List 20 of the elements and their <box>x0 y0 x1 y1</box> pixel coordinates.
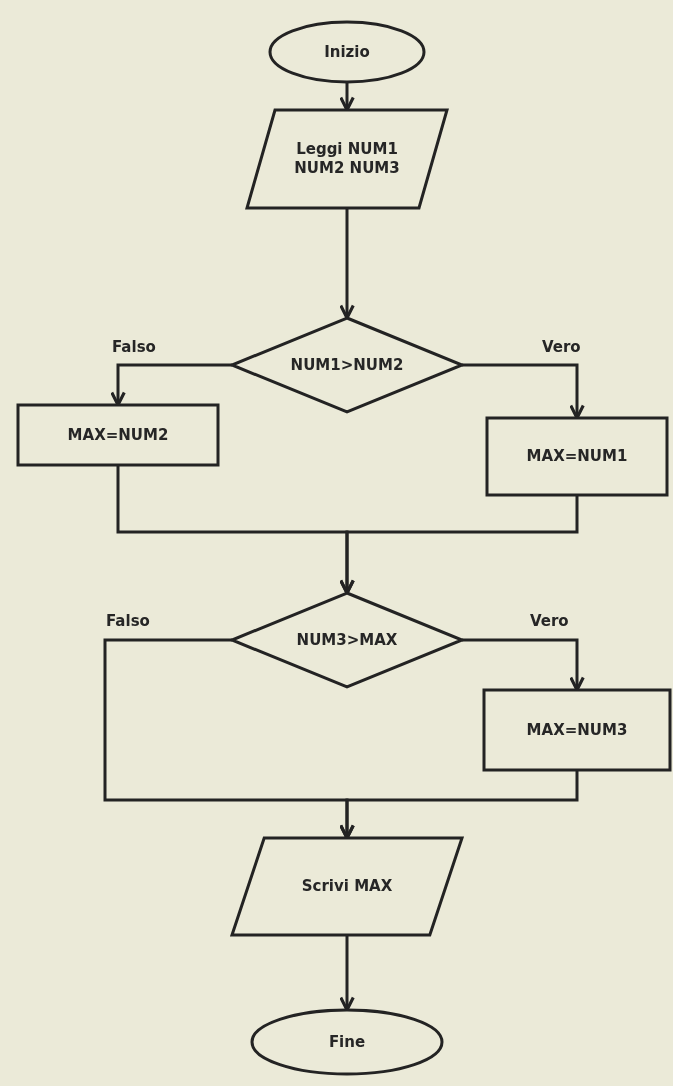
node-label: Leggi NUM1 NUM2 NUM3 <box>293 140 401 178</box>
node-label: MAX=NUM2 <box>67 425 169 445</box>
terminal-ellipse <box>270 22 424 82</box>
input-output-parallelogram <box>247 110 447 208</box>
process-box <box>18 405 218 465</box>
decision-diamond <box>232 318 462 412</box>
flow-arrow <box>339 495 579 595</box>
node-label: MAX=NUM3 <box>526 720 628 740</box>
node-label: MAX=NUM1 <box>526 447 628 466</box>
flow-arrow <box>339 208 355 320</box>
process-box <box>484 690 670 770</box>
input-output-parallelogram <box>232 838 462 935</box>
node-label: Scrivi MAX <box>301 877 393 896</box>
node-label: NUM1>NUM2 <box>290 355 404 375</box>
node-label: Fine <box>328 1032 366 1052</box>
node-label: NUM3>MAX <box>296 630 398 650</box>
decision-diamond <box>232 593 462 687</box>
node-label: Inizio <box>324 42 370 62</box>
process-box <box>487 418 667 495</box>
terminal-ellipse <box>252 1010 442 1074</box>
